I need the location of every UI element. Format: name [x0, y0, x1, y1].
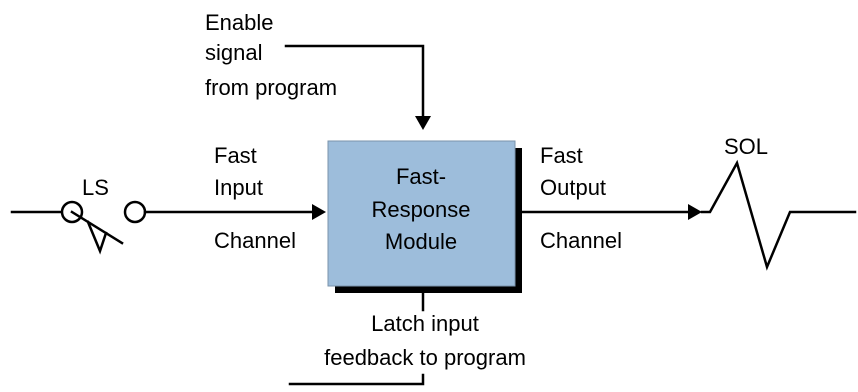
- enable-signal-line-3: from program: [205, 75, 337, 100]
- fast-output-arrowhead: [688, 204, 702, 220]
- enable-signal-arrow: [284, 44, 431, 130]
- enable-signal-label: Enable signal from program: [205, 10, 337, 100]
- ls-arm: [70, 210, 124, 245]
- fast-output-line-3: Channel: [540, 228, 622, 253]
- ls-actuator: [86, 220, 108, 255]
- ls-label: LS: [82, 175, 109, 200]
- module-label-line-2: Response: [371, 197, 470, 222]
- sol-label: SOL: [724, 134, 768, 159]
- fast-output-arrow: [520, 204, 702, 220]
- fast-input-line-2: Input: [214, 175, 263, 200]
- ls-contact-right: [123, 200, 147, 224]
- fast-input-line-1: Fast: [214, 143, 257, 168]
- enable-signal-line-1: Enable: [205, 10, 274, 35]
- latch-feedback-label: Latch input feedback to program: [324, 311, 526, 370]
- fast-output-line-2: Output: [540, 175, 606, 200]
- fast-output-line-1: Fast: [540, 143, 583, 168]
- enable-signal-line-2: signal: [205, 40, 262, 65]
- fast-output-label: Fast Output Channel: [540, 143, 622, 253]
- fast-input-arrow: [143, 204, 326, 220]
- enable-signal-wire: [284, 44, 425, 120]
- latch-feedback-line-1: Latch input: [371, 311, 479, 336]
- latch-feedback-wire-bottom: [288, 373, 425, 386]
- enable-signal-arrowhead: [415, 116, 431, 130]
- latch-feedback-connector: [288, 291, 425, 386]
- fast-response-module: Fast- Response Module: [327, 140, 522, 293]
- fast-input-arrowhead: [312, 204, 326, 220]
- limit-switch: LS: [10, 175, 147, 255]
- module-label-line-1: Fast-: [396, 164, 446, 189]
- fast-input-label: Fast Input Channel: [214, 143, 296, 253]
- module-label-line-3: Module: [385, 229, 457, 254]
- fast-input-line-3: Channel: [214, 228, 296, 253]
- solenoid: SOL: [700, 134, 857, 271]
- module-box: [327, 140, 516, 287]
- solenoid-coil: [700, 159, 857, 271]
- latch-feedback-line-2: feedback to program: [324, 345, 526, 370]
